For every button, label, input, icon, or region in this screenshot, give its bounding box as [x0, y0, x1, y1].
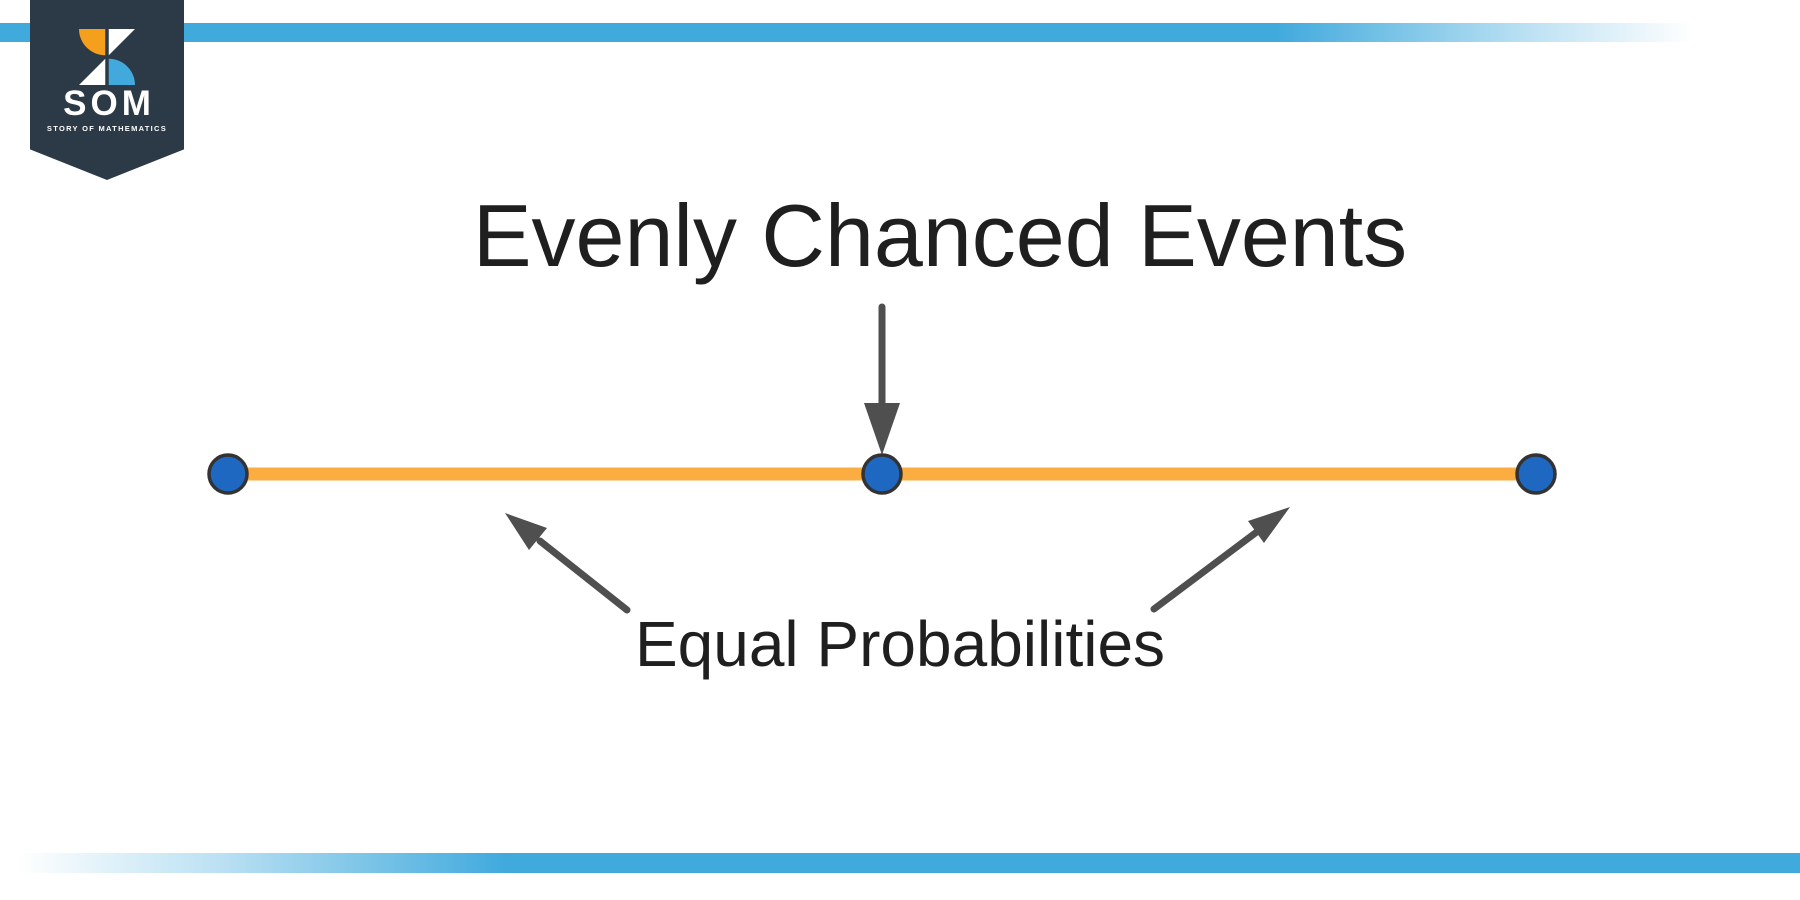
- bottom-accent-bar: [0, 853, 1800, 873]
- logo-acronym: SOM: [63, 84, 155, 123]
- som-logo-badge: SOM STORY OF MATHEMATICS: [30, 0, 184, 180]
- down-arrow: [864, 303, 900, 455]
- logo-tagline: STORY OF MATHEMATICS: [46, 124, 168, 133]
- pinwheel-bottom-triangle: [79, 58, 106, 85]
- som-pinwheel-icon: [79, 29, 135, 85]
- right-up-arrow-shaft: [1150, 527, 1262, 613]
- right-endpoint-dot: [1515, 453, 1557, 495]
- pinwheel-blue-quarter: [108, 58, 135, 85]
- pinwheel-top-triangle: [108, 29, 135, 56]
- down-arrow-head: [864, 403, 900, 455]
- top-accent-bar: [0, 23, 1800, 42]
- left-endpoint-dot: [207, 453, 249, 495]
- right-up-arrow-head: [1248, 507, 1290, 543]
- right-up-arrow: [1150, 507, 1290, 613]
- center-dot: [861, 453, 903, 495]
- equal-probabilities-label: Equal Probabilities: [634, 608, 1166, 680]
- left-up-arrow-head: [505, 513, 547, 550]
- diagram-title: Evenly Chanced Events: [472, 186, 1408, 285]
- pinwheel-orange-quarter: [79, 29, 106, 56]
- left-up-arrow-shaft: [536, 537, 631, 614]
- left-up-arrow: [505, 513, 631, 614]
